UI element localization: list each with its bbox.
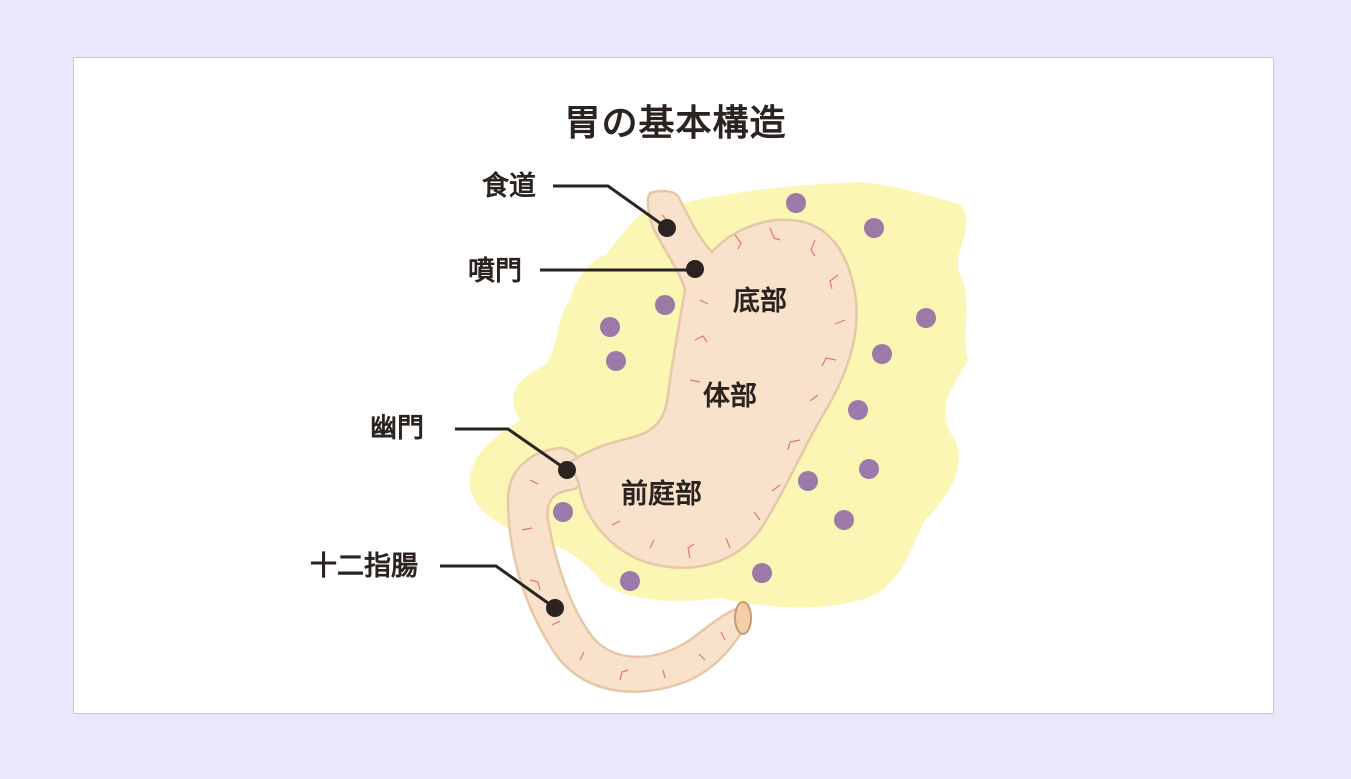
fat-dot (848, 400, 868, 420)
body-label: 体部 (703, 381, 757, 412)
fat-dot (786, 193, 806, 213)
pylorus-leader (455, 427, 568, 472)
fat-dot (798, 471, 818, 491)
esophagus-point (658, 219, 676, 237)
fat-dot (752, 563, 772, 583)
fat-dot (600, 317, 620, 337)
cardia-point (686, 260, 704, 278)
fat-dot (655, 295, 675, 315)
callout-points (546, 219, 704, 617)
stomach-shape (563, 189, 858, 570)
duodenum-leader (440, 564, 556, 610)
antrum-label: 前庭部 (621, 479, 702, 510)
esophagus-leader (553, 184, 668, 230)
fat-dot (916, 308, 936, 328)
pylorus-point (558, 461, 576, 479)
fundus-label: 底部 (733, 286, 787, 317)
pylorus-label: 幽門 (370, 413, 424, 444)
fat-dot (620, 571, 640, 591)
fat-dot (864, 218, 884, 238)
fat-dot (606, 351, 626, 371)
fat-dots (553, 193, 936, 591)
blood-vessels (521, 214, 846, 681)
fat-dot (872, 344, 892, 364)
fat-dot (553, 502, 573, 522)
duodenum-opening (734, 601, 752, 635)
fat-dot (834, 510, 854, 530)
duodenum-label: 十二指腸 (310, 551, 418, 582)
fat-dot (859, 459, 879, 479)
leader-lines (440, 184, 695, 610)
cardia-label: 噴門 (468, 256, 522, 287)
duodenum-point (546, 599, 564, 617)
esophagus-label: 食道 (482, 171, 536, 202)
diagram-title: 胃の基本構造 (564, 103, 787, 144)
